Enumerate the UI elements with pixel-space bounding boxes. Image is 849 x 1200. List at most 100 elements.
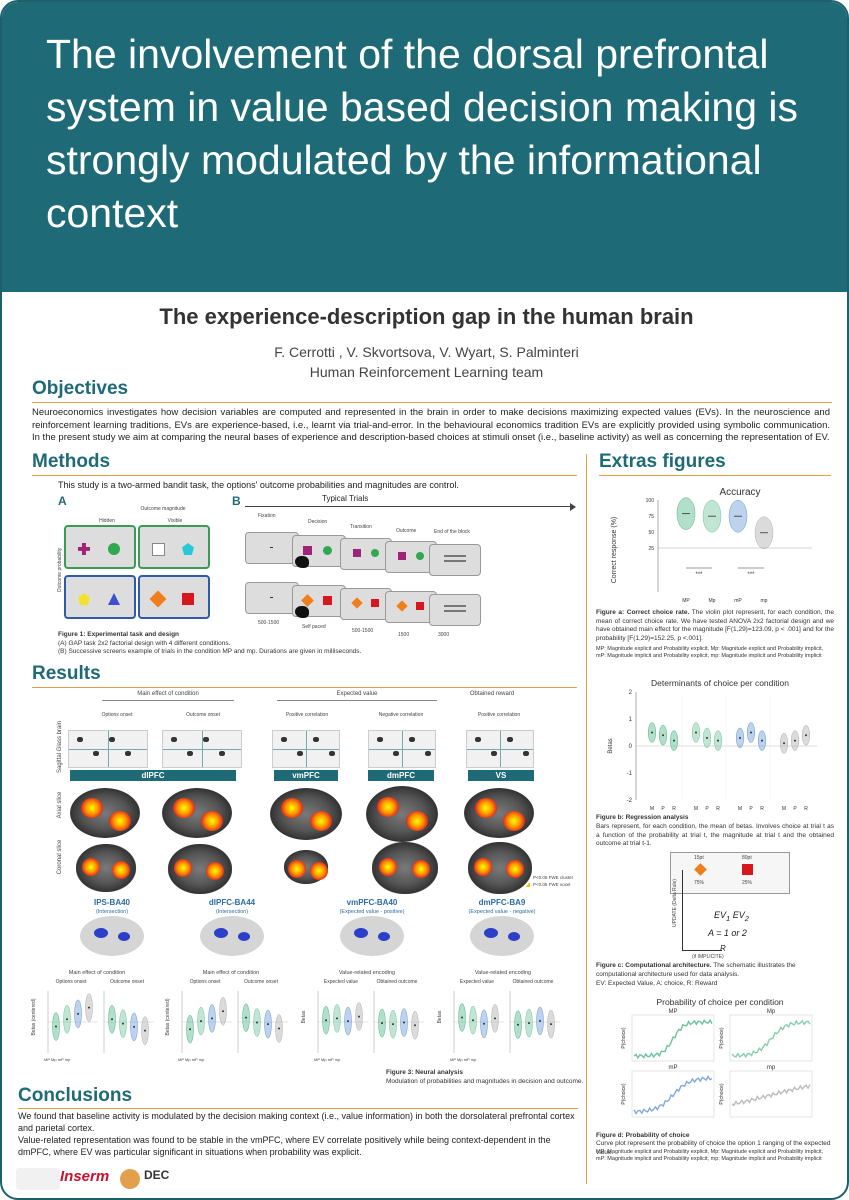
square-shape-icon (152, 543, 165, 556)
violin-mean (144, 1029, 146, 1032)
duration-transition: 500-1500 (352, 628, 374, 634)
plot-title: Main effect of condition (68, 970, 126, 976)
computational-schematic (670, 852, 790, 894)
roi-subtitle: (Intersection) (215, 909, 249, 915)
roi-name: vmPFC-BA40 (346, 898, 398, 907)
plot-subtitle: Expected value (459, 979, 495, 985)
fixation-cross (270, 547, 273, 548)
fig1-b: (B) Successive screens example of trials… (58, 648, 362, 655)
roi-brain (80, 916, 144, 956)
plus-shape-icon (78, 543, 90, 555)
condition-mp-hidden (64, 525, 136, 569)
violin-mean (267, 1023, 269, 1026)
roi-mask (508, 932, 520, 941)
results-rule (32, 687, 577, 688)
col-outcome-onset: Outcome onset (186, 712, 220, 718)
activation-hotspot (506, 860, 525, 879)
activation-blob (77, 737, 83, 742)
coronal-slice (372, 842, 438, 894)
activation-blob (491, 751, 497, 756)
probability-curve (731, 1019, 811, 1059)
figa-caption: Figure a: Correct choice rate. The violi… (596, 609, 834, 643)
violin-mean (461, 1016, 463, 1019)
plot-ylabel: Betas (301, 1010, 307, 1024)
activation-hotspot (502, 810, 525, 831)
arrow-head-icon (570, 503, 576, 511)
x-tick: R (672, 806, 676, 812)
x-tick: P (705, 806, 709, 812)
square-shape-icon (182, 593, 194, 605)
violin-mean (472, 1019, 474, 1022)
violin-mean (392, 1023, 394, 1026)
activation-blob (93, 751, 99, 756)
betas-chart: Determinants of choice per conditionBeta… (608, 678, 817, 812)
curve-panel (729, 1070, 813, 1118)
duration-fixation: 500-1500 (258, 620, 280, 626)
activation-blob (313, 737, 319, 742)
panel-label: mp (767, 1065, 776, 1071)
violin-mean (381, 1022, 383, 1025)
violin-mean (122, 1022, 124, 1025)
violin-mean (278, 1027, 280, 1030)
violin-mean (347, 1020, 349, 1023)
violin-mean (717, 739, 719, 742)
header-banner: The involvement of the dorsal prefrontal… (2, 2, 847, 292)
activation-blob (297, 751, 303, 756)
institution-logo (16, 1168, 60, 1190)
activation-blob (219, 751, 225, 756)
violin-mean (528, 1022, 530, 1025)
x-tick: R (760, 806, 764, 812)
duration-outcome: 1500 (398, 632, 410, 638)
y-tick: 1 (629, 717, 633, 723)
col-negative-correlation: Negative correlation (378, 712, 424, 718)
violin-mean (88, 1006, 90, 1009)
activation-blob (187, 751, 193, 756)
legend-voxel: P<0.05 FWE voxel (533, 882, 571, 887)
trial-screen (292, 585, 346, 618)
plot-ylabel: Betas (centered) (165, 998, 171, 1036)
option-left-icon (396, 600, 408, 612)
option-left-icon (398, 552, 406, 560)
x-tick: P (793, 806, 797, 812)
legend-cluster: P<0.05 FWE cluster (533, 875, 574, 880)
conclusions-p1: We found that baseline activity is modul… (18, 1111, 575, 1133)
violin-mean (794, 739, 796, 742)
team-name: Human Reinforcement Learning team (309, 364, 544, 380)
activation-hotspot (376, 797, 399, 818)
plot-xticks: MP Mp mP mp (44, 1057, 71, 1062)
activation-hotspot (108, 810, 131, 831)
activation-blob (393, 751, 399, 756)
trial-screen (340, 538, 392, 570)
typical-trials-label: Typical Trials (322, 494, 369, 503)
sig-label: *** (747, 572, 755, 578)
action-label: A = 1 or 2 (708, 928, 747, 938)
roi-subtitle: (Intersection) (95, 909, 129, 915)
option-right-icon (323, 546, 332, 555)
plot-xticks: MP Mp mP mp (314, 1057, 341, 1062)
extras-heading: Extras figures (599, 451, 726, 472)
update-line (682, 950, 722, 951)
score-bar (444, 610, 466, 612)
figd-title: Probability of choice per condition (656, 997, 783, 1007)
probability-choice-chart: Probability of choice per conditionMPP(c… (621, 997, 813, 1118)
violin-mean (750, 731, 752, 734)
x-tick: M (694, 806, 698, 812)
axial-slice (270, 788, 342, 840)
x-tick: R (716, 806, 720, 812)
crosshair (273, 749, 339, 750)
x-tick: M (782, 806, 786, 812)
activation-blob (281, 737, 287, 742)
roi-violin-svg (453, 991, 560, 1053)
roi-brain (340, 916, 404, 956)
methods-intro: This study is a two-armed bandit task, t… (58, 480, 459, 490)
fig1-title: Figure 1: Experimental task and design (58, 631, 180, 638)
time-arrow (245, 506, 575, 507)
violin-mean (550, 1023, 552, 1026)
roi-violin-svg (47, 991, 154, 1053)
methods-rule (32, 475, 577, 476)
probability-curve (731, 1084, 811, 1107)
pts-right: 80pt (742, 855, 752, 861)
panel-ylabel: P(choice) (719, 1083, 725, 1104)
option-right-icon (371, 549, 379, 557)
activation-hotspot (206, 861, 225, 880)
